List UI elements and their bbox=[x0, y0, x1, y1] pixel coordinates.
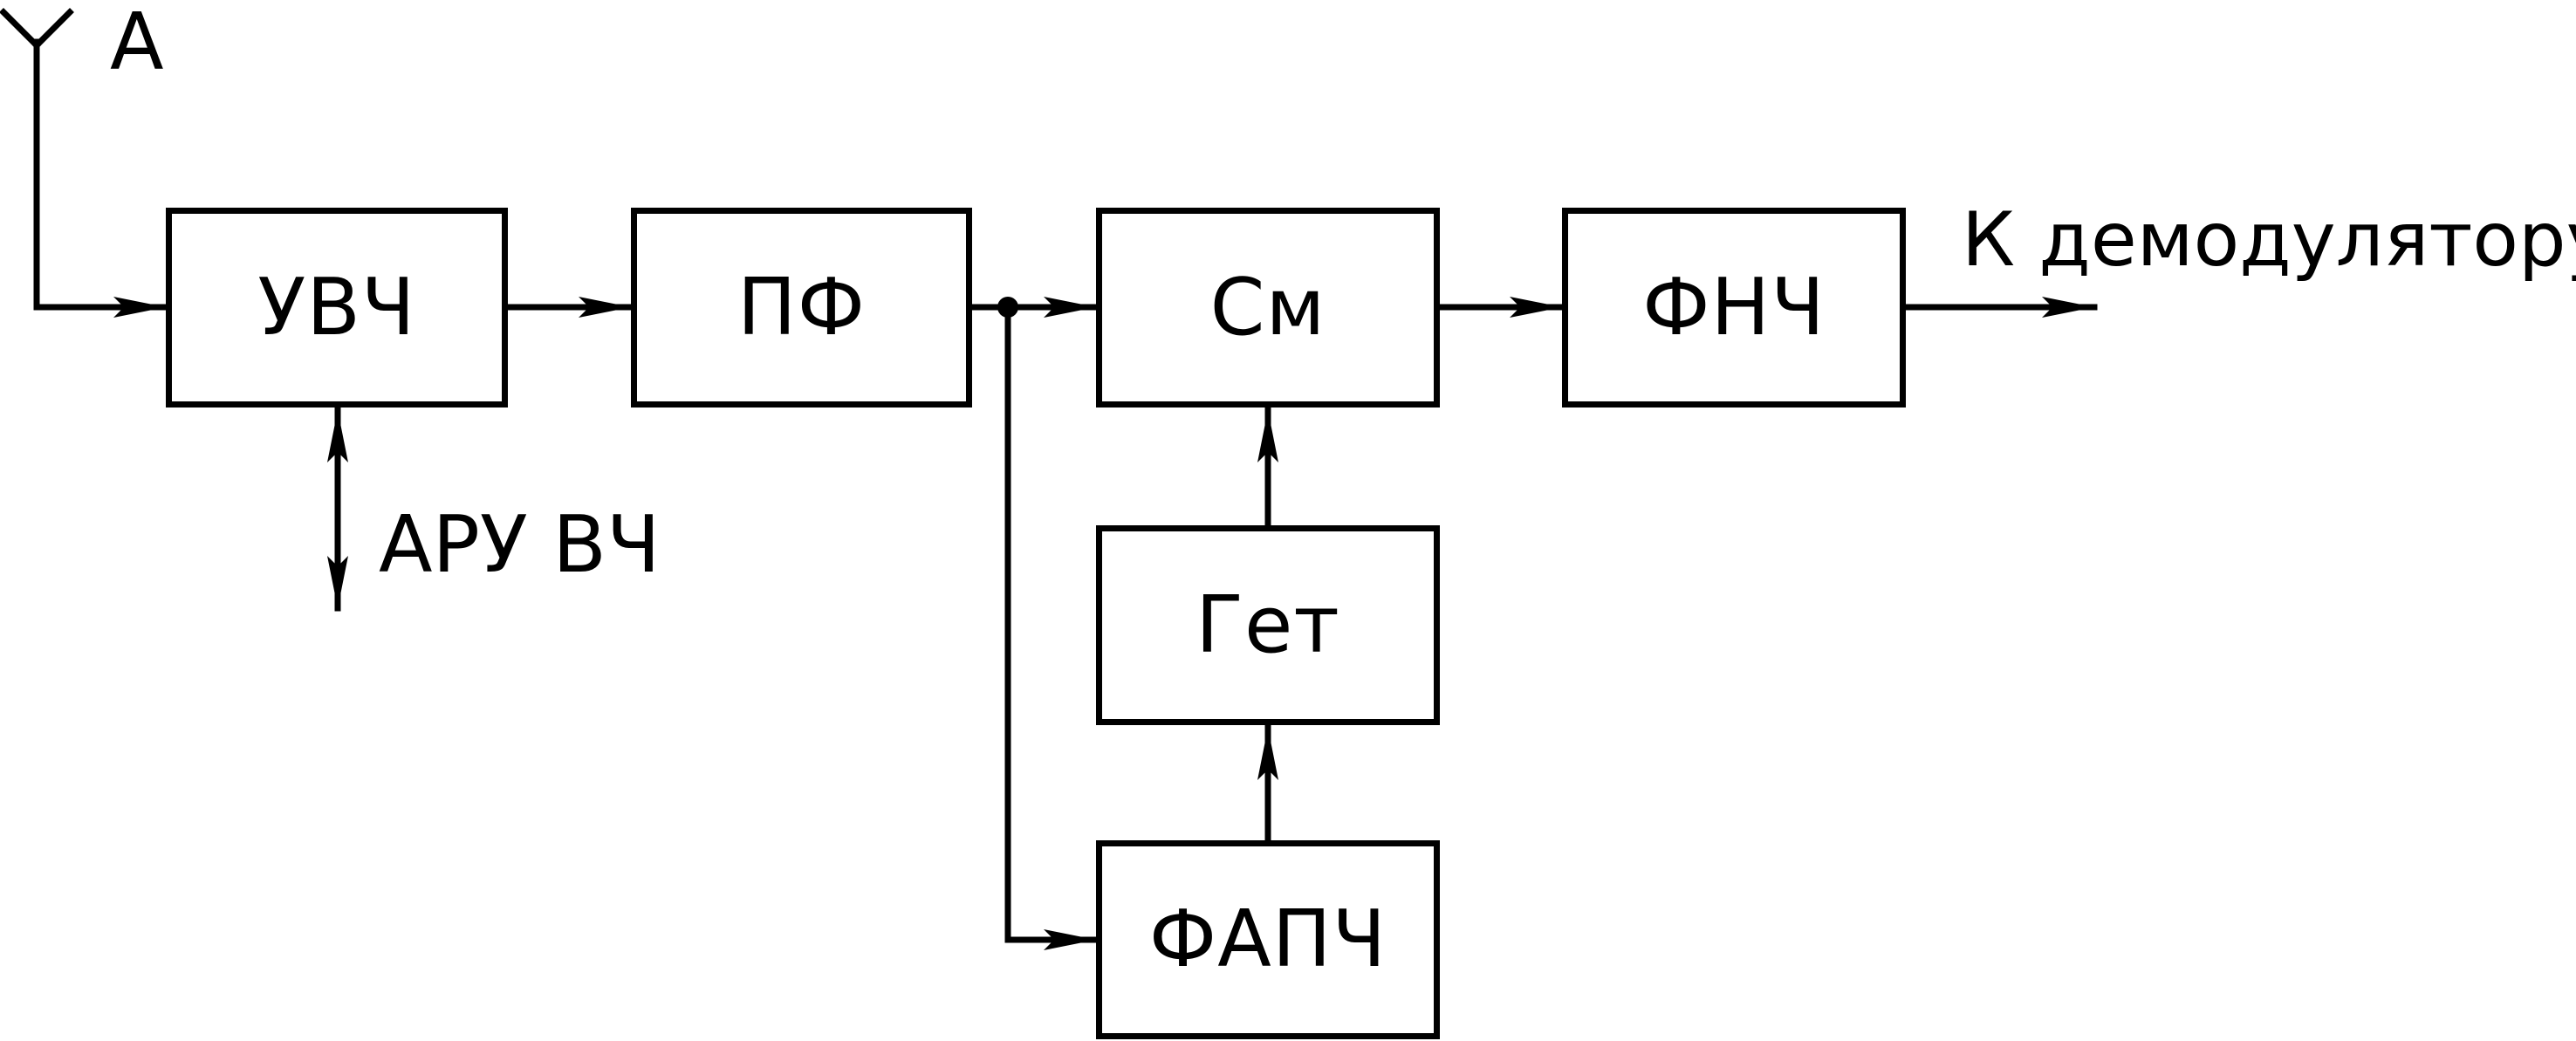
block-uvch: УВЧ bbox=[166, 208, 508, 407]
antenna-label: А bbox=[110, 0, 164, 88]
antenna-icon bbox=[0, 8, 74, 311]
block-get: Гет bbox=[1096, 525, 1440, 725]
output-label: К демодулятору bbox=[1962, 196, 2576, 284]
block-fapch: ФАПЧ bbox=[1096, 840, 1440, 1039]
block-pf: ПФ bbox=[631, 208, 972, 407]
block-sm: См bbox=[1096, 208, 1440, 407]
block-fnch: ФНЧ bbox=[1562, 208, 1906, 407]
pf-to-fapch-arrow bbox=[1004, 304, 1100, 950]
agc-label: АРУ ВЧ bbox=[379, 499, 661, 591]
junction-dot bbox=[997, 297, 1018, 318]
